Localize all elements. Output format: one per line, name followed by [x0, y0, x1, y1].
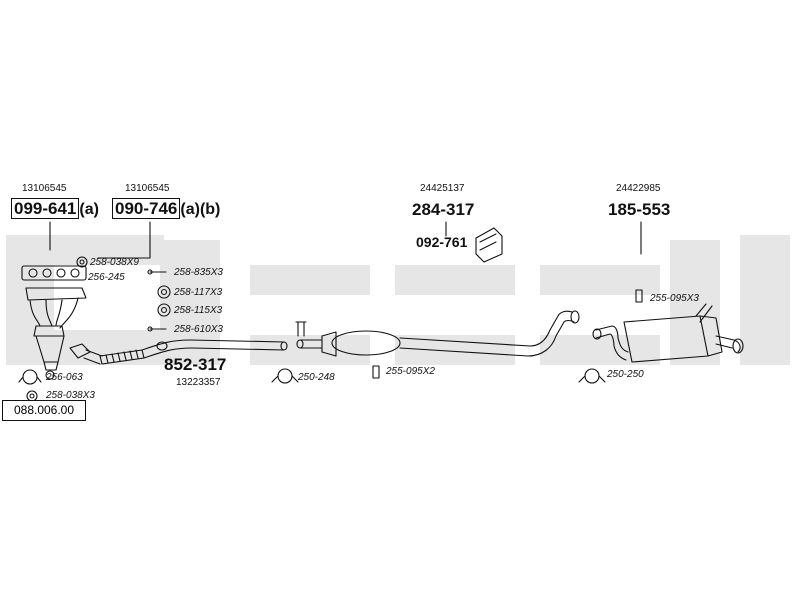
accessory-code[interactable]: 256-245 — [88, 272, 125, 283]
clamp-icon — [271, 368, 299, 384]
accessory-code[interactable]: 258-038X9 — [90, 257, 139, 268]
bolt-icon — [147, 326, 167, 332]
part-suffix: (a) — [79, 201, 99, 218]
oe-number: 24425137 — [420, 183, 465, 194]
accessory-code[interactable]: 250-248 — [298, 372, 335, 383]
part-label-group: 090-746(a)(b) — [112, 198, 221, 219]
bolt-icon — [147, 269, 167, 275]
manifold-gasket — [21, 265, 87, 281]
centre-silencer-pipe — [296, 310, 580, 357]
part-number[interactable]: 284-317 — [412, 200, 475, 219]
accessory-code[interactable]: 255-095X3 — [650, 293, 699, 304]
part-suffix: (a)(b) — [180, 201, 221, 218]
part-number-box[interactable]: 099-641 — [11, 198, 80, 219]
oe-number: 13223357 — [176, 377, 221, 388]
accessory-code[interactable]: 250-250 — [607, 369, 644, 380]
part-number[interactable]: 092-761 — [416, 234, 468, 250]
part-label-group: 099-641(a) — [11, 198, 99, 219]
manifold-catalyst — [25, 287, 87, 380]
clamp-icon — [18, 369, 42, 385]
accessory-code[interactable]: 258-038X3 — [46, 390, 95, 401]
part-number-box[interactable]: 090-746 — [112, 198, 181, 219]
washer-icon — [157, 285, 171, 299]
accessory-code[interactable]: 256-063 — [46, 372, 83, 383]
leader-line — [97, 221, 151, 259]
part-number[interactable]: 852-317 — [164, 355, 227, 374]
bracket-icon — [372, 365, 380, 379]
clamp-icon — [578, 368, 606, 384]
oe-number: 24422985 — [616, 183, 661, 194]
oe-number: 13106545 — [125, 183, 170, 194]
accessory-code[interactable]: 258-115X3 — [174, 305, 223, 316]
flex-front-pipe — [69, 339, 288, 365]
accessory-code[interactable]: 258-610X3 — [174, 324, 223, 335]
accessory-code[interactable]: 258-117X3 — [174, 287, 223, 298]
rubber-hanger — [475, 227, 503, 263]
accessory-code[interactable]: 255-095X2 — [386, 366, 435, 377]
washer-icon — [157, 303, 171, 317]
oe-number: 13106545 — [22, 183, 67, 194]
bracket-icon — [635, 289, 643, 303]
clamp-set-icon — [295, 321, 307, 337]
nut-icon — [76, 256, 88, 268]
rear-silencer — [592, 303, 744, 363]
main-kit-number: 088.006.00 — [2, 400, 86, 421]
accessory-code[interactable]: 258-835X3 — [174, 267, 223, 278]
part-number[interactable]: 185-553 — [608, 200, 671, 219]
